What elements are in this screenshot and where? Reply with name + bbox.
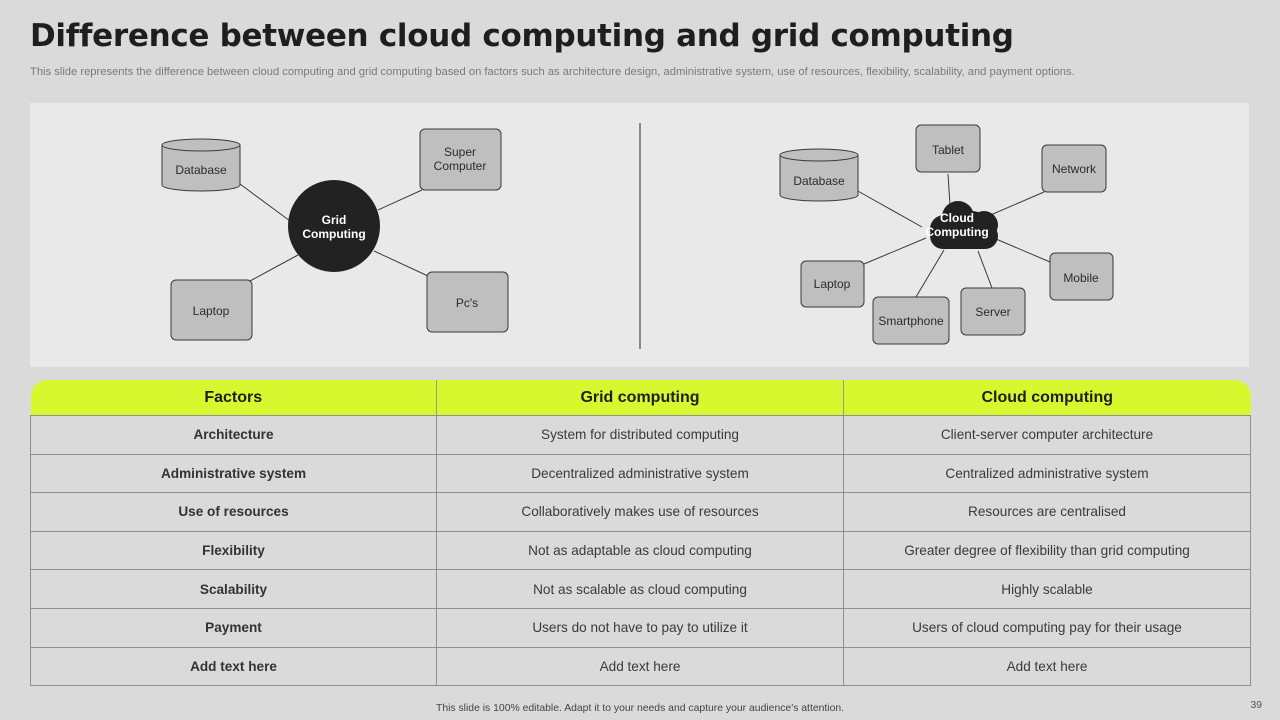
cloud-network-node: Network [1041,144,1107,193]
row-grid-value: Add text here [436,646,844,687]
row-grid-value: Not as scalable as cloud computing [436,569,844,609]
table-row: Scalability Not as scalable as cloud com… [30,569,1251,609]
grid-super-computer-label-1: Super [444,145,476,159]
cloud-network-label: Network [1052,162,1097,176]
row-factor: Scalability [30,569,437,609]
cloud-server-label: Server [975,305,1010,319]
grid-laptop-node: Laptop [170,279,253,341]
row-grid-value: Users do not have to pay to utilize it [436,607,844,648]
table-row: Add text here Add text here Add text her… [30,646,1251,687]
row-factor: Flexibility [30,530,437,571]
cloud-hub-label-1: Cloud [940,211,974,225]
header-cloud-computing: Cloud computing [843,380,1251,416]
grid-computing-hub: Grid Computing [288,180,380,272]
row-factor: Architecture [30,415,437,455]
cloud-server-node: Server [960,287,1026,336]
row-grid-value: Not as adaptable as cloud computing [436,530,844,571]
header-factors: Factors [30,380,437,416]
row-cloud-value: Client-server computer architecture [843,415,1251,455]
grid-hub-label-2: Computing [302,227,365,241]
row-grid-value: Collaboratively makes use of resources [436,492,844,532]
grid-laptop-label: Laptop [193,304,230,318]
table-row: Flexibility Not as adaptable as cloud co… [30,530,1251,571]
cloud-database-node: Database [779,148,859,202]
cloud-mobile-label: Mobile [1063,271,1099,285]
row-factor: Payment [30,607,437,648]
table-row: Use of resources Collaboratively makes u… [30,492,1251,532]
grid-pcs-node: Pc's [426,271,509,333]
cloud-laptop-label: Laptop [814,277,851,291]
row-cloud-value: Greater degree of flexibility than grid … [843,530,1251,571]
grid-connectors [239,183,429,282]
diagram-panel: Database Super Computer Laptop Pc's Grid… [30,103,1249,367]
table-header-row: Factors Grid computing Cloud computing [30,380,1251,416]
row-cloud-value: Highly scalable [843,569,1251,609]
row-cloud-value: Resources are centralised [843,492,1251,532]
cloud-tablet-node: Tablet [915,124,981,173]
slide-subtitle: This slide represents the difference bet… [30,66,1075,78]
slide-title: Difference between cloud computing and g… [30,18,1014,54]
row-grid-value: System for distributed computing [436,415,844,455]
grid-database-label: Database [175,163,227,177]
row-factor: Add text here [30,646,437,687]
grid-super-computer-node: Super Computer [419,128,502,191]
grid-hub-label-1: Grid [322,213,347,227]
cloud-mobile-node: Mobile [1049,252,1114,301]
cloud-computing-hub: Cloud Computing [925,201,998,249]
cloud-smartphone-label: Smartphone [878,314,944,328]
grid-database-node: Database [161,138,241,192]
cloud-laptop-node: Laptop [800,260,865,308]
cloud-hub-label-2: Computing [925,225,988,239]
slide-footer: This slide is 100% editable. Adapt it to… [435,703,845,714]
header-grid-computing: Grid computing [436,380,844,416]
table-row: Architecture System for distributed comp… [30,415,1251,455]
row-factor: Administrative system [30,453,437,494]
row-cloud-value: Centralized administrative system [843,453,1251,494]
row-grid-value: Decentralized administrative system [436,453,844,494]
cloud-database-label: Database [793,174,845,188]
cloud-smartphone-node: Smartphone [872,296,950,345]
grid-pcs-label: Pc's [456,296,478,310]
row-factor: Use of resources [30,492,437,532]
row-cloud-value: Add text here [843,646,1251,687]
table-row: Administrative system Decentralized admi… [30,453,1251,494]
comparison-table: Factors Grid computing Cloud computing A… [30,380,1251,687]
table-row: Payment Users do not have to pay to util… [30,607,1251,648]
row-cloud-value: Users of cloud computing pay for their u… [843,607,1251,648]
comparison-diagram: Database Super Computer Laptop Pc's Grid… [161,123,1114,349]
comparison-table-wrap: Factors Grid computing Cloud computing A… [30,380,1251,687]
cloud-connectors [855,173,1051,298]
cloud-tablet-label: Tablet [932,143,965,157]
grid-super-computer-label-2: Computer [434,159,487,173]
page-number: 39 [1250,700,1262,711]
